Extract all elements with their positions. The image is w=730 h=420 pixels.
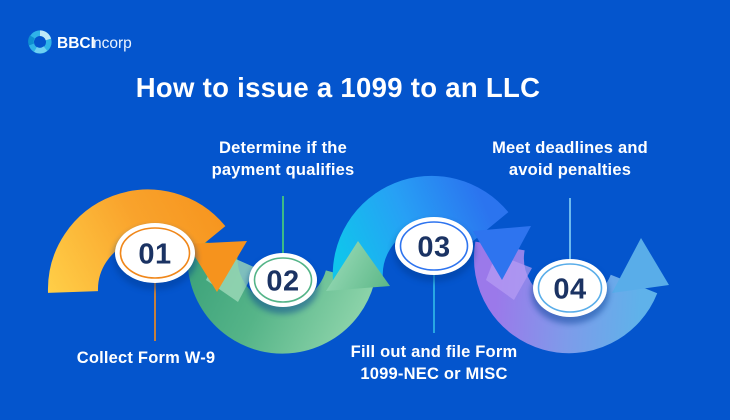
swirl-ring-icon <box>28 30 52 54</box>
step-2-circle: 02 <box>247 253 319 314</box>
step-3-circle-face <box>395 217 473 275</box>
step-3-circle-ring <box>399 221 469 271</box>
step-1-circle: 01 <box>113 223 197 290</box>
step-1-number: 01 <box>138 239 171 271</box>
step-4-label-line-2: avoid penalties <box>509 161 631 179</box>
step-4-number: 04 <box>553 274 586 306</box>
step-2-number: 02 <box>266 266 299 298</box>
step-2-circle-ring <box>253 257 313 303</box>
page-title: How to issue a 1099 to an LLC <box>136 72 540 103</box>
brand-name-bold: BBCI <box>57 35 95 52</box>
step-1-arc <box>47 189 226 293</box>
step-3-label-line-1: Fill out and file Form <box>351 343 518 361</box>
step-4-circle-face <box>533 259 607 317</box>
step-1-label: Collect Form W-9 <box>77 349 216 367</box>
step-3-number: 03 <box>417 232 450 264</box>
brand-logo: BBCI ncorp <box>28 30 132 54</box>
step-2-arrowhead-icon <box>326 241 390 291</box>
step-2-circle-face <box>249 253 317 307</box>
step-4-circle: 04 <box>531 259 609 324</box>
step-3-label-line-2: 1099-NEC or MISC <box>360 365 507 383</box>
step-2-label-line-2: payment qualifies <box>212 161 355 179</box>
step-1-circle-face <box>115 223 195 283</box>
brand-name-light: ncorp <box>93 35 132 52</box>
step-1-circle-ring <box>119 227 191 279</box>
step-4-arrowhead-icon <box>612 238 669 293</box>
step-3-arrowhead-icon <box>473 226 531 280</box>
step-4-circle-ring <box>537 263 603 313</box>
step-4-label-line-1: Meet deadlines and <box>492 139 648 157</box>
step-3-circle: 03 <box>393 217 475 282</box>
step-1-arrowhead-icon <box>187 241 247 292</box>
step-2-label-line-1: Determine if the <box>219 139 347 157</box>
